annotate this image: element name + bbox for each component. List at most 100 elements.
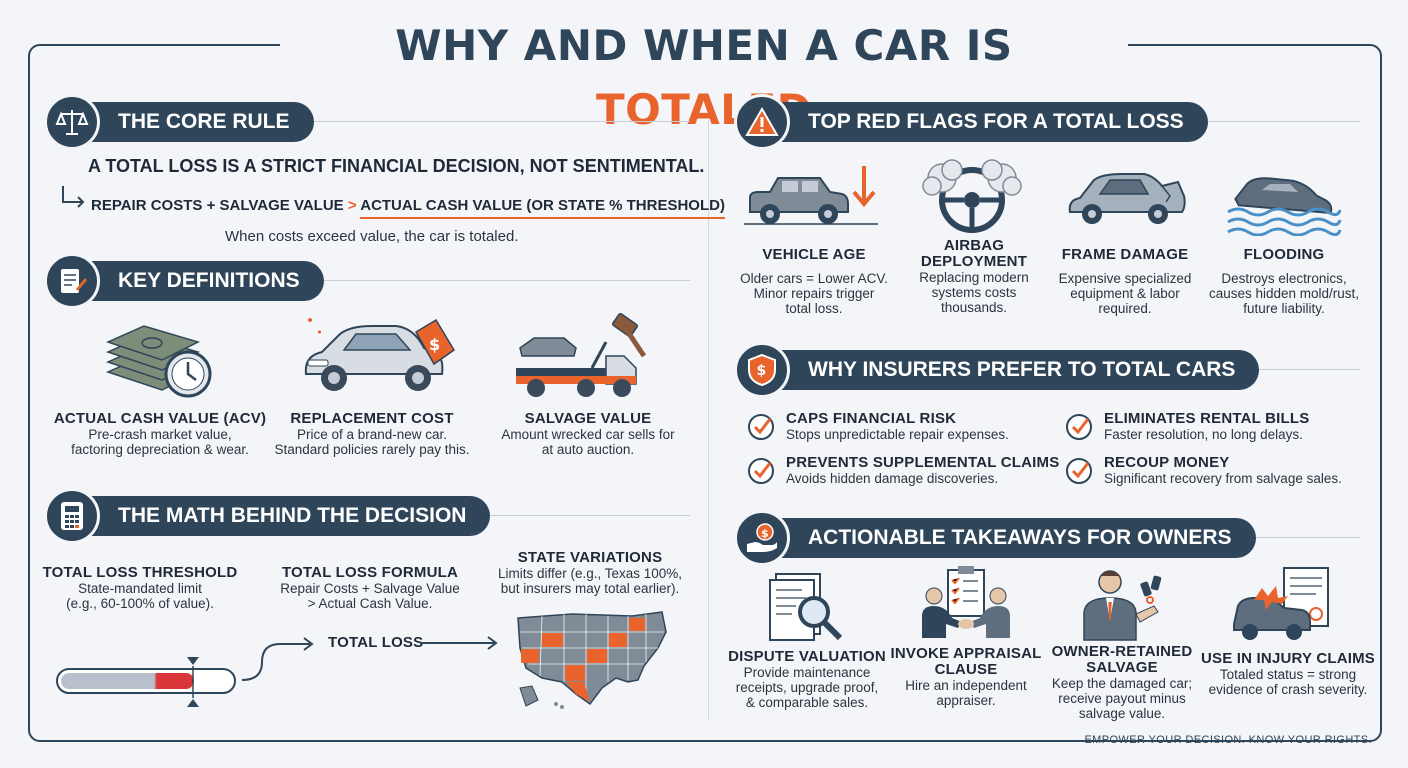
total-loss-label: TOTAL LOSS — [328, 634, 424, 651]
takeaway-line: Keep the damaged car; — [1051, 676, 1193, 691]
new-car-price-tag-icon: $ — [298, 312, 458, 405]
flag-line: causes hidden mold/rust, — [1208, 286, 1360, 301]
definition-line: factoring depreciation & wear. — [71, 442, 249, 457]
footer-tagline: EMPOWER YOUR DECISION. KNOW YOUR RIGHTS. — [1084, 734, 1372, 746]
flag-line: Replacing modern — [919, 270, 1029, 285]
takeaway-line: appraiser. — [936, 693, 996, 708]
takeaway-line: receive payout minus — [1058, 691, 1186, 706]
core-rule-note: When costs exceed value, the car is tota… — [225, 228, 519, 245]
check-icon — [1066, 414, 1092, 440]
handshake-clipboard-icon — [918, 566, 1014, 651]
core-formula: REPAIR COSTS + SALVAGE VALUE > ACTUAL CA… — [91, 197, 725, 219]
cash-clock-icon — [100, 312, 215, 405]
calculator-icon — [44, 488, 100, 544]
takeaway-line: salvage value. — [1078, 706, 1166, 721]
takeaway-title: DISPUTE VALUATION — [728, 648, 886, 665]
flag-line: Older cars = Lower ACV. — [740, 271, 888, 286]
insurer-reason-title: CAPS FINANCIAL RISK — [786, 410, 957, 427]
flag-title: VEHICLE AGE — [762, 246, 866, 263]
insurer-reason: ELIMINATES RENTAL BILLS Faster resolutio… — [1104, 410, 1309, 442]
red-flags-rule — [1160, 121, 1360, 122]
gauge-arrow-icon — [240, 632, 320, 689]
svg-text:$: $ — [757, 363, 767, 379]
check-icon — [748, 458, 774, 484]
takeaway-line: evidence of crash severity. — [1208, 682, 1368, 697]
svg-text:$: $ — [761, 527, 769, 540]
svg-text:$: $ — [429, 335, 440, 354]
variations-line: but insurers may total earlier). — [500, 581, 680, 596]
math-heading: THE MATH BEHIND THE DECISION — [52, 496, 491, 536]
takeaway-title-line2: SALVAGE — [1086, 659, 1158, 676]
takeaway-injury: USE IN INJURY CLAIMS Totaled status = st… — [1198, 650, 1378, 697]
formula-line: Repair Costs + Salvage Value — [280, 581, 460, 596]
takeaway-salvage: OWNER-RETAINED SALVAGE Keep the damaged … — [1042, 643, 1202, 722]
outer-frame — [28, 44, 1382, 742]
check-icon — [1066, 458, 1092, 484]
formula-line: > Actual Cash Value. — [307, 596, 433, 611]
definition-replacement: REPLACEMENT COST Price of a brand-new ca… — [262, 410, 482, 457]
definition-title: REPLACEMENT COST — [290, 410, 454, 427]
math-formula: TOTAL LOSS FORMULA Repair Costs + Salvag… — [260, 564, 480, 611]
flag-title: FRAME DAMAGE — [1061, 246, 1189, 263]
takeaways-rule — [1200, 537, 1360, 538]
flag-airbag: AIRBAG DEPLOYMENT Replacing modern syste… — [886, 237, 1062, 316]
definition-title: ACTUAL CASH VALUE (ACV) — [53, 410, 267, 427]
threshold-line: (e.g., 60-100% of value). — [66, 596, 214, 611]
definitions-heading: KEY DEFINITIONS — [52, 261, 324, 301]
insurer-reason-title: PREVENTS SUPPLEMENTAL CLAIMS — [786, 454, 1060, 471]
damaged-car-icon — [1066, 166, 1186, 233]
definition-salvage: SALVAGE VALUE Amount wrecked car sells f… — [478, 410, 698, 457]
shield-dollar-icon: $ — [734, 342, 790, 398]
check-icon — [748, 414, 774, 440]
column-divider — [708, 120, 709, 720]
takeaway-line: Provide maintenance — [743, 665, 871, 680]
definition-line: Amount wrecked car sells for — [501, 427, 675, 442]
flag-title: AIRBAG — [943, 237, 1005, 254]
takeaway-line: & comparable sales. — [745, 695, 869, 710]
flag-title-line2: DEPLOYMENT — [920, 253, 1028, 270]
title-prefix: WHY AND WHEN A CAR IS — [395, 21, 1013, 70]
flag-line: Destroys electronics, — [1221, 271, 1347, 286]
tow-truck-gavel-icon — [512, 312, 652, 407]
definition-acv: ACTUAL CASH VALUE (ACV) Pre-crash market… — [40, 410, 280, 457]
flag-line: Minor repairs trigger — [753, 286, 875, 301]
insurer-reason-title: RECOUP MONEY — [1104, 454, 1230, 471]
takeaway-line: receipts, upgrade proof, — [735, 680, 879, 695]
formula-left: REPAIR COSTS + SALVAGE VALUE — [91, 197, 344, 214]
flooded-car-icon — [1226, 170, 1342, 241]
math-rule — [470, 515, 690, 516]
core-rule-rule — [290, 121, 690, 122]
flag-frame-damage: FRAME DAMAGE Expensive specialized equip… — [1040, 246, 1210, 316]
flag-vehicle-age: VEHICLE AGE Older cars = Lower ACV. Mino… — [724, 246, 904, 316]
definition-title: SALVAGE VALUE — [524, 410, 652, 427]
flag-line: thousands. — [940, 300, 1008, 315]
document-pen-icon — [44, 253, 100, 309]
warning-icon — [734, 94, 790, 150]
old-car-icon — [744, 162, 880, 233]
flag-flooding: FLOODING Destroys electronics, causes hi… — [1194, 246, 1374, 316]
page-title: WHY AND WHEN A CAR IS TOTALED — [280, 14, 1128, 134]
takeaway-line: Hire an independent — [905, 678, 1027, 693]
formula-title: TOTAL LOSS FORMULA — [281, 564, 459, 581]
airbag-icon — [922, 156, 1022, 241]
threshold-line: State-mandated limit — [78, 581, 202, 596]
takeaway-appraisal: INVOKE APPRAISAL CLAUSE Hire an independ… — [886, 646, 1046, 709]
variations-title: STATE VARIATIONS — [517, 549, 663, 566]
flag-line: Expensive specialized — [1058, 271, 1192, 286]
takeaway-title: USE IN INJURY CLAIMS — [1200, 650, 1376, 667]
flag-line: required. — [1098, 301, 1152, 316]
flag-line: total loss. — [785, 301, 843, 316]
definition-line: Standard policies rarely pay this. — [274, 442, 470, 457]
us-map-icon — [512, 608, 672, 717]
threshold-gauge-fill — [61, 673, 194, 689]
insurer-reason: RECOUP MONEY Significant recovery from s… — [1104, 454, 1342, 486]
magnifier-document-icon — [762, 566, 848, 651]
crash-document-icon — [1232, 566, 1342, 649]
flag-title: FLOODING — [1243, 246, 1325, 263]
formula-operator: > — [347, 197, 357, 214]
threshold-title: TOTAL LOSS THRESHOLD — [42, 564, 238, 581]
insurers-rule — [1200, 369, 1360, 370]
definition-line: Price of a brand-new car. — [296, 427, 448, 442]
insurers-heading: WHY INSURERS PREFER TO TOTAL CARS — [742, 350, 1260, 390]
takeaway-title: OWNER-RETAINED — [1051, 643, 1193, 660]
